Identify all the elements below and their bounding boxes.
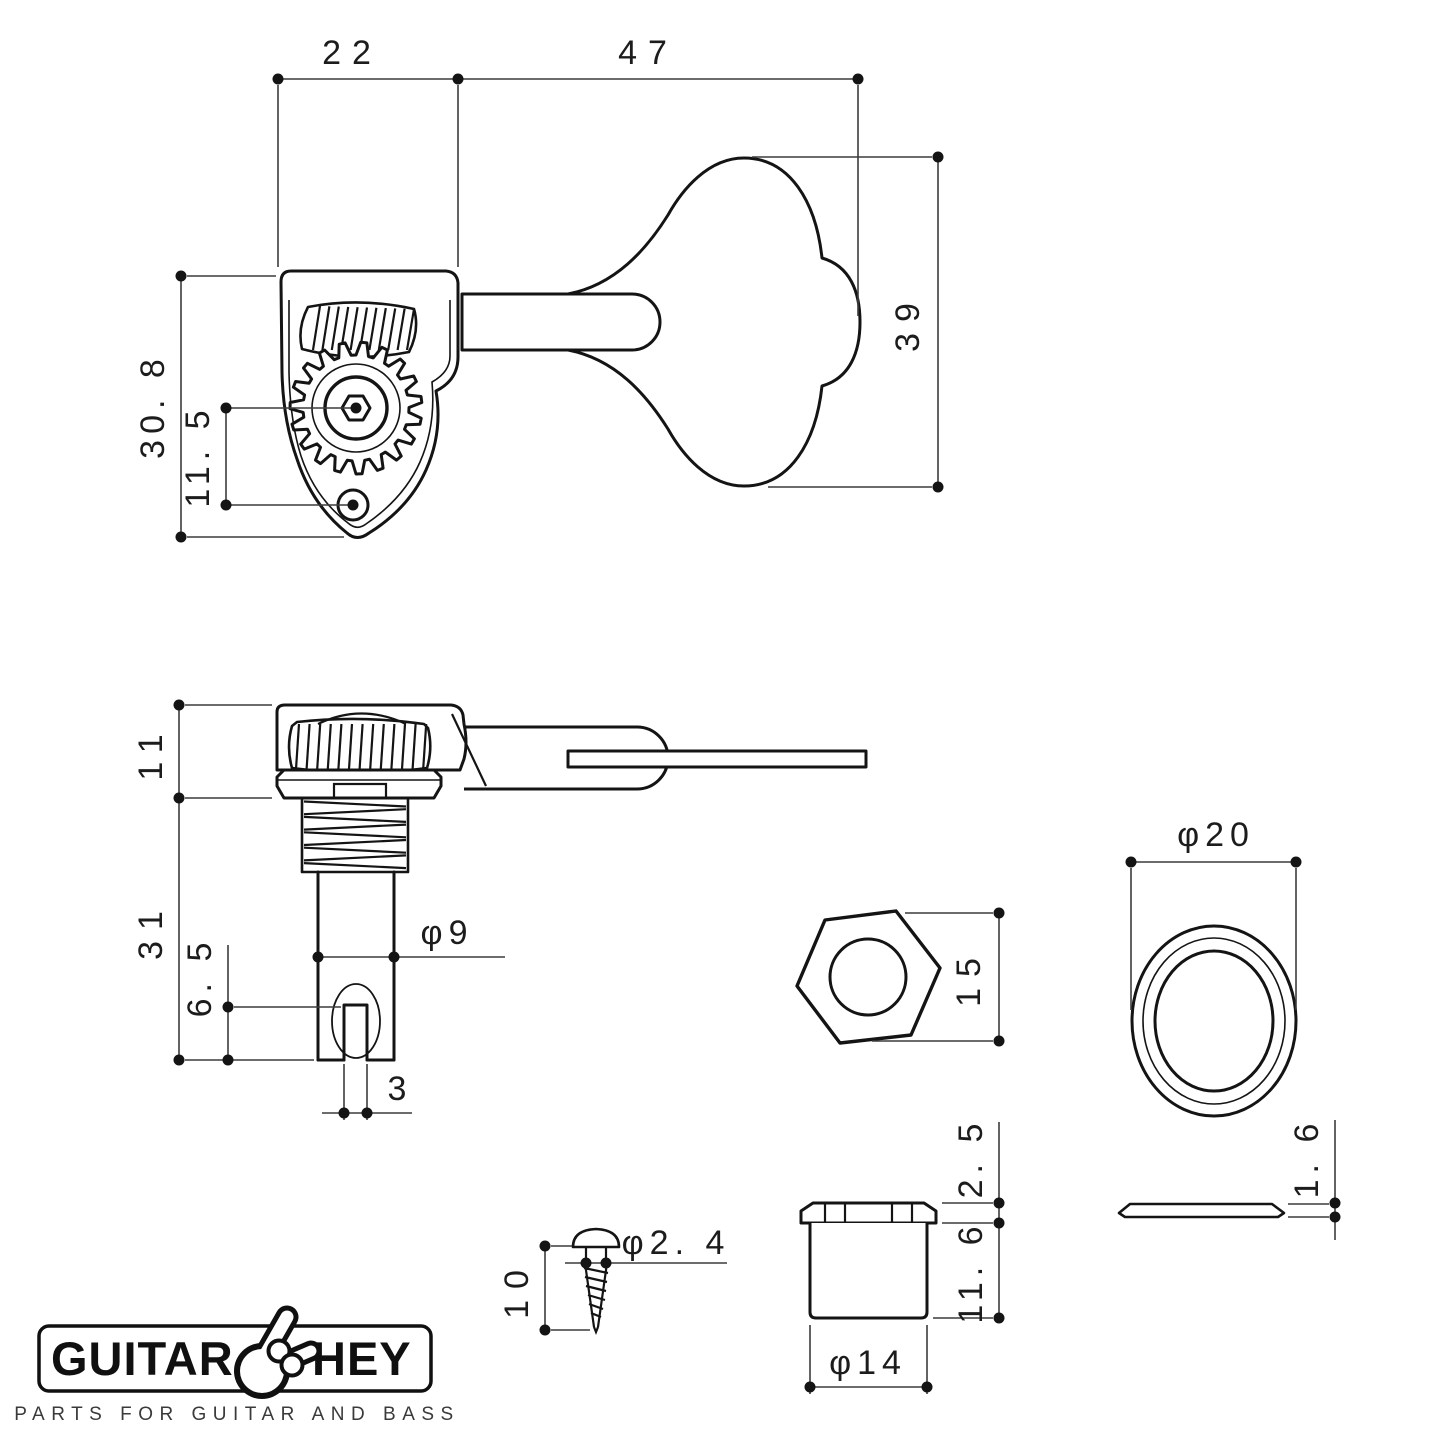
side-slot: [342, 1003, 369, 1062]
dim-label-10: 10: [498, 1259, 536, 1319]
washer-outer-edge: [1130, 924, 1298, 1118]
front-dimensions: 22 47 39 30. 8 11. 5: [134, 34, 944, 543]
dim-label-phi14: φ14: [829, 1344, 907, 1382]
side-string-hole: [331, 983, 381, 1059]
side-knurl-lines: [294, 723, 428, 770]
dim-label-11-6: 11. 6: [952, 1220, 990, 1323]
bushing-dimensions: 2. 5 11. 6 φ14: [804, 1118, 1005, 1394]
side-threads: [300, 798, 410, 874]
front-key-butterfly: [566, 156, 862, 488]
washer-side-dimensions: 1. 6: [1288, 1118, 1341, 1240]
logo-text-hey: HEY: [312, 1332, 412, 1385]
logo-text-guitar: GUITAR: [51, 1332, 234, 1385]
dim-label-3: 3: [388, 1070, 413, 1108]
dim-label-15: 15: [950, 947, 988, 1007]
dim-label-phi20: φ20: [1177, 816, 1255, 854]
logo: GUITAR HEY PARTS FOR GUITAR AND BASS: [14, 1305, 459, 1425]
bushing-flange: [799, 1201, 938, 1225]
dim-label-2-5: 2. 5: [952, 1118, 990, 1199]
washer-inner-edge: [1153, 949, 1275, 1093]
dim-label-11: 11: [132, 723, 170, 780]
nut-dimensions: 15: [872, 907, 1005, 1047]
dim-label-30-8: 30. 8: [134, 353, 172, 459]
logo-tagline: PARTS FOR GUITAR AND BASS: [14, 1404, 459, 1425]
dim-label-1-6: 1. 6: [1288, 1118, 1326, 1199]
side-bearing-dome: [317, 712, 407, 725]
washer-side-view: 1. 6: [1117, 1118, 1341, 1240]
screw-shank: [583, 1262, 609, 1335]
dim-label-47: 47: [618, 34, 678, 72]
front-housing-inner-line: [288, 300, 451, 529]
dim-label-39: 39: [889, 292, 927, 352]
screw-view: 10 φ2. 4: [498, 1224, 731, 1336]
washer-side-profile: [1117, 1202, 1286, 1219]
dim-label-6-5: 6. 5: [181, 937, 219, 1018]
dim-label-11-5: 11. 5: [179, 404, 217, 507]
washer-chamfer-line: [1142, 937, 1286, 1105]
dim-label-phi9: φ9: [421, 914, 474, 952]
dim-label-22: 22: [322, 34, 382, 72]
rock-hand-icon: [234, 1305, 322, 1399]
hex-nut-view: 15: [795, 907, 1005, 1047]
side-view: 11 31 6. 5 φ9 3: [132, 699, 868, 1120]
side-dimensions: 11 31 6. 5 φ9 3: [132, 699, 505, 1120]
front-view: 22 47 39 30. 8 11. 5: [134, 34, 944, 543]
washer-top-dimensions: φ20: [1125, 816, 1302, 1010]
side-housing-accent: [451, 713, 487, 787]
side-key-blade: [566, 749, 868, 769]
nut-bore: [828, 937, 908, 1017]
washer-top-view: φ20: [1125, 816, 1302, 1118]
bushing-body: [808, 1223, 929, 1320]
screw-dimensions: 10 φ2. 4: [498, 1224, 731, 1336]
logo-border: [37, 1324, 433, 1393]
front-shaft: [460, 292, 662, 352]
dim-label-phi2-4: φ2. 4: [622, 1224, 731, 1262]
side-string-post: [316, 870, 396, 1062]
dim-label-31: 31: [132, 900, 170, 960]
screw-head: [571, 1227, 621, 1249]
nut-hexagon: [795, 909, 942, 1045]
side-flange-tab: [332, 782, 388, 798]
bushing-view: 2. 5 11. 6 φ14: [799, 1118, 1005, 1394]
